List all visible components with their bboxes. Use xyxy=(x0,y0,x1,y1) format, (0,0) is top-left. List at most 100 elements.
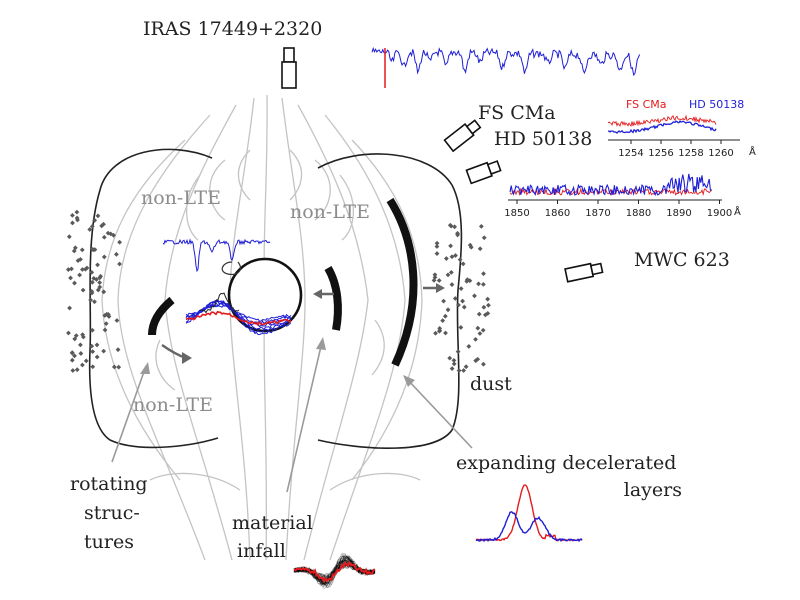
dust-dot xyxy=(452,224,458,230)
bottom-panel-unit: Å xyxy=(734,205,741,218)
non-lte-label-upper-right: non-LTE xyxy=(290,201,370,223)
tick-label: 1258 xyxy=(678,148,703,159)
dust-dot xyxy=(72,280,77,286)
tick-label: 1850 xyxy=(504,208,529,219)
dust-dot xyxy=(67,305,72,311)
dust-dot xyxy=(70,212,75,218)
tick-label: 1254 xyxy=(618,148,643,159)
dust-dot xyxy=(432,272,438,278)
dust-dot xyxy=(77,272,83,278)
dust-dot xyxy=(485,310,491,316)
dust-dot xyxy=(72,336,78,342)
dust-dot xyxy=(69,350,75,356)
iras-label: IRAS 17449+2320 xyxy=(143,18,322,40)
dust-dot xyxy=(455,349,461,354)
dust-dot xyxy=(70,368,76,373)
dust-dot xyxy=(475,325,481,331)
dust-dot xyxy=(481,235,487,241)
dust-dot xyxy=(80,332,85,338)
fs-cma-label: FS CMa xyxy=(478,102,556,124)
hd50138-emission-profile xyxy=(475,511,583,543)
dust-dot xyxy=(458,325,464,330)
tick-label: 1880 xyxy=(626,208,651,219)
dust-dot xyxy=(458,286,464,292)
pointer-lines xyxy=(111,341,473,493)
structure-arcs xyxy=(148,197,418,367)
rotating-label-line1: rotating xyxy=(70,473,148,495)
legend-hd50138: HD 50138 xyxy=(689,98,744,111)
dust-dot xyxy=(476,281,481,287)
iras-spectrum xyxy=(371,46,641,77)
dust-dot xyxy=(486,302,491,308)
dust-dot xyxy=(477,331,483,336)
dust-dot xyxy=(476,311,482,317)
dust-dot xyxy=(475,356,481,362)
top-panel-unit: Å xyxy=(749,145,756,158)
dust-dot xyxy=(69,266,74,272)
dust-dot xyxy=(455,232,460,238)
dust-dot xyxy=(445,272,451,278)
dust-dot xyxy=(94,277,99,282)
dust-particles-left xyxy=(65,209,123,373)
telescope-icon xyxy=(465,160,502,185)
dust-dot xyxy=(468,244,474,250)
dust-dot xyxy=(466,344,472,349)
dust-dot xyxy=(69,357,75,363)
tick-label: 1256 xyxy=(648,148,673,159)
dust-dot xyxy=(480,281,486,287)
dust-dot xyxy=(111,232,116,238)
infall-profile xyxy=(293,560,376,584)
hd50138-label: HD 50138 xyxy=(494,128,592,150)
telescope-icon xyxy=(443,119,482,153)
dust-dot xyxy=(461,368,467,373)
dust-dot xyxy=(460,261,466,267)
dust-dot xyxy=(92,299,97,305)
line-profile xyxy=(185,310,292,327)
dust-dot xyxy=(473,358,479,364)
dust-dot xyxy=(481,361,486,367)
dust-dot xyxy=(102,313,108,318)
dust-dot xyxy=(448,223,454,229)
tick-label: 1860 xyxy=(545,208,570,219)
dust-dot xyxy=(101,254,107,260)
dust-dot xyxy=(102,327,108,333)
magnetic-field-lines xyxy=(101,94,423,561)
dust-dot xyxy=(101,221,106,227)
telescope-icon xyxy=(564,262,604,283)
dust-dot xyxy=(71,248,77,254)
dust-dot xyxy=(441,298,447,304)
dust-dot xyxy=(104,311,110,317)
dust-dot xyxy=(117,261,122,267)
dust-dot xyxy=(434,244,440,249)
expanding-layer-arc xyxy=(386,197,418,367)
dust-dot xyxy=(90,364,96,370)
dust-dot xyxy=(431,277,437,283)
dust-dot xyxy=(472,293,477,299)
dust-dot xyxy=(79,247,85,253)
inner-absorption-spectrum xyxy=(162,238,271,273)
dust-dot xyxy=(74,215,80,221)
tick-label: 1900 xyxy=(707,208,732,219)
dust-dot xyxy=(89,343,95,349)
dust-dot xyxy=(443,256,449,261)
dust-dot xyxy=(116,364,122,370)
dust-dot xyxy=(113,251,119,257)
dust-dot xyxy=(88,297,94,303)
dust-dot xyxy=(443,330,448,336)
dust-dot xyxy=(481,304,487,310)
infall-profile-bundle xyxy=(293,552,376,590)
dust-dot xyxy=(90,349,96,354)
dust-dot xyxy=(75,258,81,264)
dust-dot xyxy=(97,280,103,285)
dust-dot xyxy=(98,273,103,279)
dust-dot xyxy=(437,325,443,331)
dust-dot xyxy=(448,243,454,249)
dust-dot xyxy=(80,287,86,293)
non-lte-label-upper-left: non-LTE xyxy=(141,187,221,209)
dust-dot xyxy=(451,357,457,363)
dust-dot xyxy=(115,347,121,353)
dust-dot xyxy=(87,227,93,232)
dust-dot xyxy=(84,265,90,271)
dust-dot xyxy=(89,327,95,333)
rotating-structure-arc xyxy=(148,296,175,336)
